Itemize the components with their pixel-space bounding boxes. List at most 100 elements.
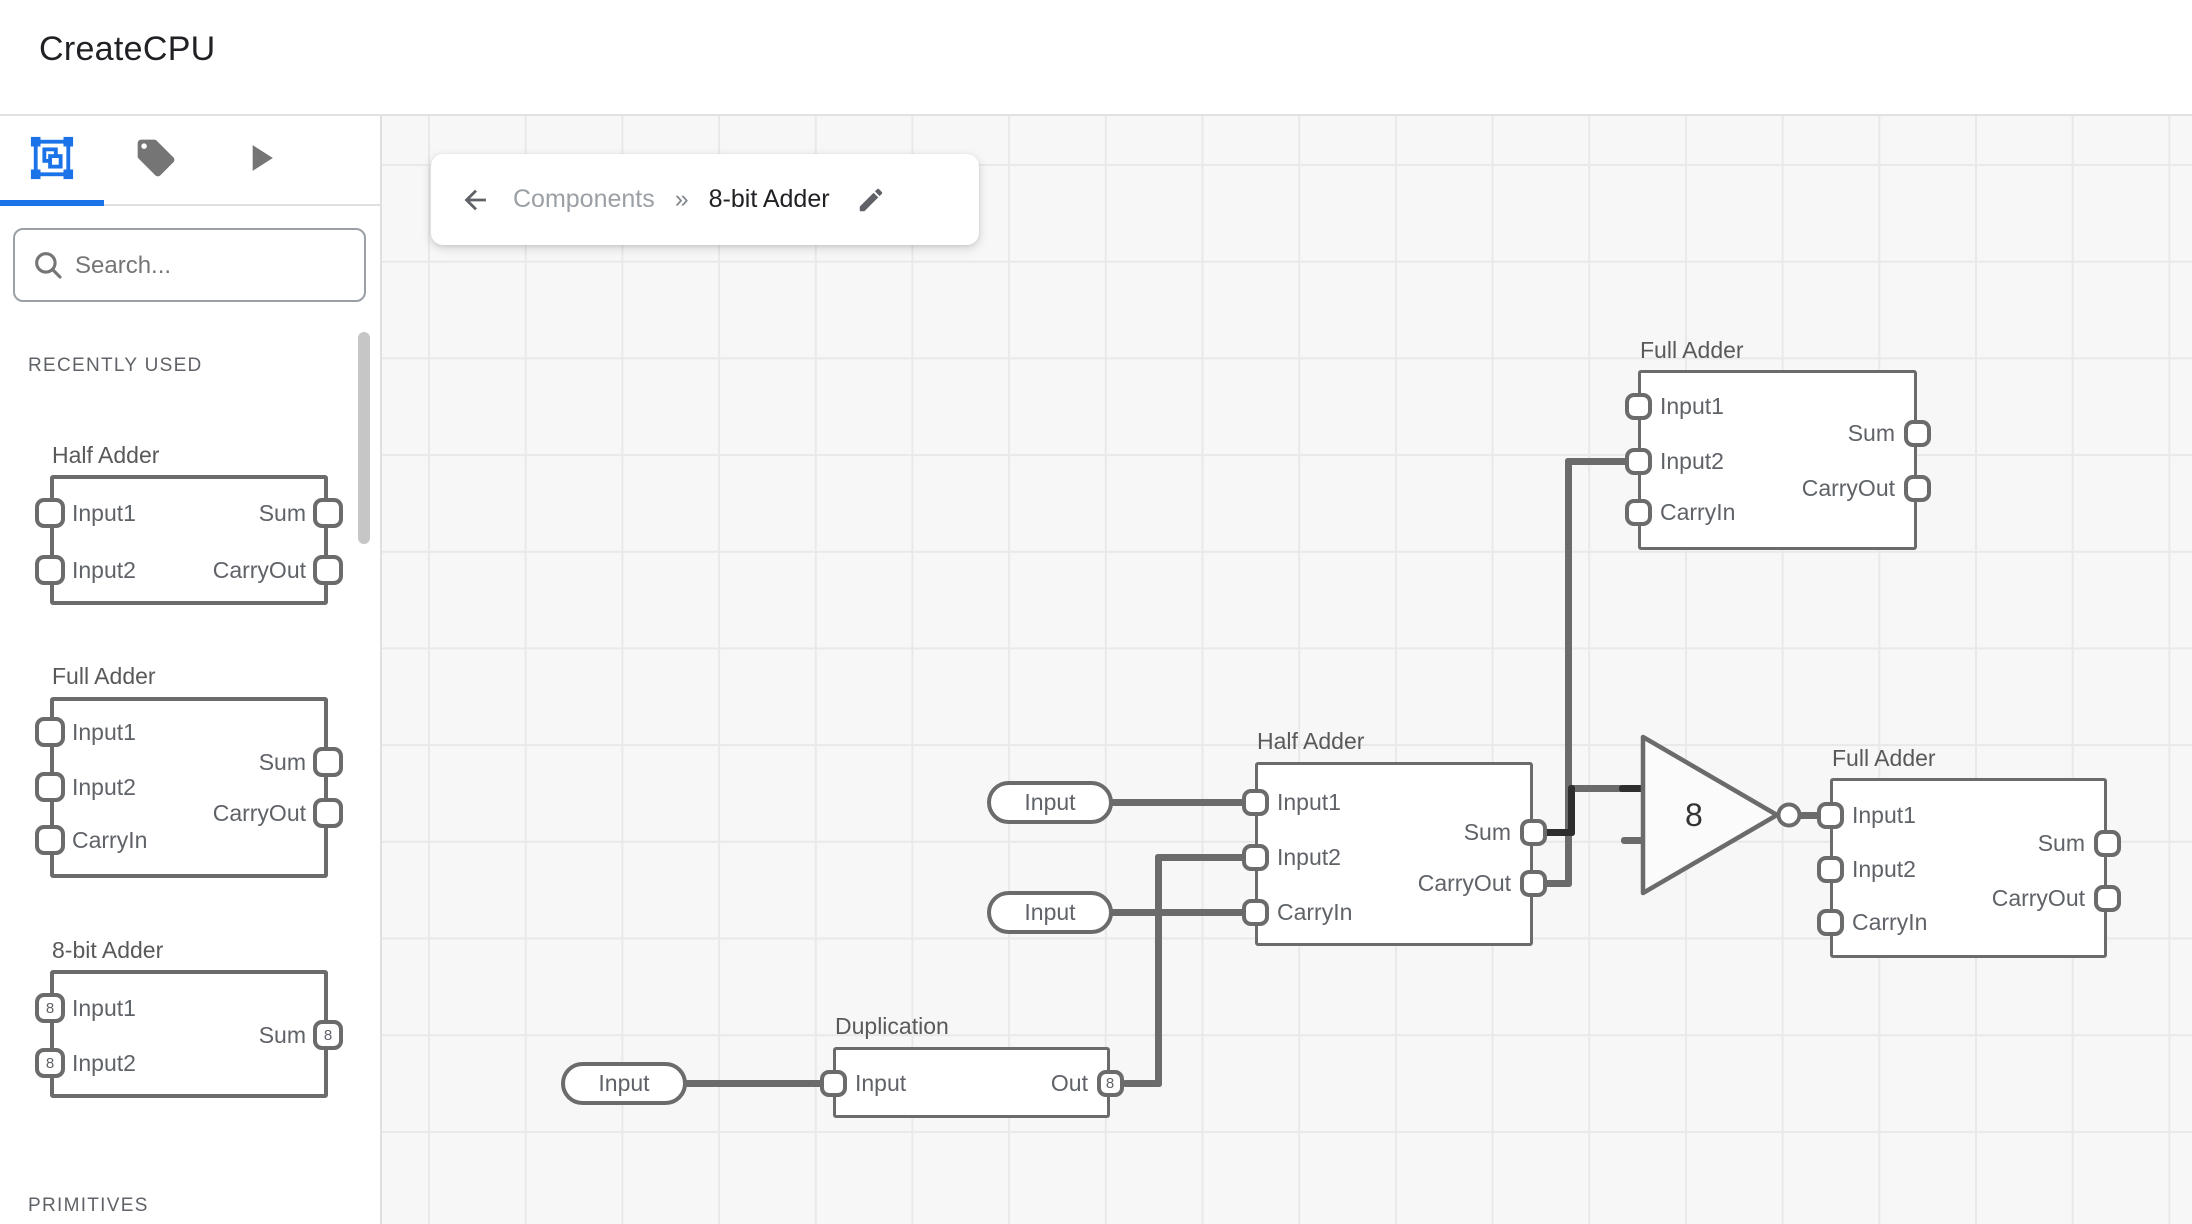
node-title: Half Adder bbox=[52, 442, 160, 468]
port-sum[interactable] bbox=[313, 498, 343, 528]
port-label: Sum bbox=[2037, 830, 2085, 856]
port-label: Input2 bbox=[72, 774, 136, 800]
node-title: Full Adder bbox=[52, 663, 156, 689]
pencil-icon bbox=[859, 188, 882, 211]
wire-segment[interactable] bbox=[1543, 828, 1575, 836]
wire-segment[interactable] bbox=[1564, 457, 1572, 887]
canvas-node-full-adder[interactable] bbox=[1830, 778, 2107, 958]
port-carryin[interactable] bbox=[35, 825, 65, 855]
node-title: Duplication bbox=[835, 1013, 949, 1039]
port-carryout[interactable] bbox=[313, 798, 343, 828]
wire-segment[interactable] bbox=[1564, 457, 1630, 465]
input-pill[interactable]: Input bbox=[561, 1062, 687, 1105]
port-carryin[interactable] bbox=[1241, 898, 1269, 926]
canvas-node-half-adder[interactable] bbox=[1255, 762, 1533, 946]
wire-segment[interactable] bbox=[1109, 908, 1248, 916]
wire-segment[interactable] bbox=[1564, 784, 1628, 792]
port-label: Out bbox=[1050, 1070, 1088, 1096]
gate-triangle bbox=[1640, 734, 1780, 896]
node-title: Full Adder bbox=[1640, 337, 1744, 363]
port-sum[interactable] bbox=[1519, 818, 1547, 846]
wire-segment[interactable] bbox=[1154, 853, 1162, 1087]
port-input1[interactable] bbox=[1241, 788, 1269, 816]
port-input2[interactable] bbox=[1816, 855, 1844, 883]
canvas-node-full-adder[interactable] bbox=[1638, 370, 1917, 550]
wire-segment[interactable] bbox=[1618, 784, 1649, 792]
port-label: Input1 bbox=[72, 719, 136, 745]
port-carryout[interactable] bbox=[2093, 884, 2121, 912]
port-input2[interactable]: 8 bbox=[35, 1048, 65, 1078]
port-carryin[interactable] bbox=[1816, 908, 1844, 936]
wire-segment[interactable] bbox=[1620, 836, 1648, 844]
breadcrumb: Components » 8-bit Adder bbox=[431, 154, 979, 245]
tab-components[interactable] bbox=[0, 116, 104, 204]
input-pill[interactable]: Input bbox=[987, 781, 1113, 824]
port-input1[interactable] bbox=[35, 717, 65, 747]
active-tab-indicator bbox=[0, 200, 104, 206]
port-sum[interactable]: 8 bbox=[313, 1020, 343, 1050]
canvas-node-duplication[interactable] bbox=[833, 1047, 1110, 1118]
port-carryout[interactable] bbox=[313, 555, 343, 585]
port-label: CarryIn bbox=[72, 827, 148, 853]
node-title: Full Adder bbox=[1832, 745, 1936, 771]
buffer-gate[interactable]: 8 bbox=[1633, 727, 1823, 903]
port-input2[interactable] bbox=[1241, 843, 1269, 871]
input-pill[interactable]: Input bbox=[987, 891, 1113, 934]
sidebar-scrollbar[interactable] bbox=[358, 332, 370, 544]
wire-segment[interactable] bbox=[1796, 811, 1822, 819]
canvas[interactable] bbox=[382, 116, 2192, 1224]
section-primitives: PRIMITIVES bbox=[28, 1195, 149, 1216]
sidebar-node-half-adder[interactable] bbox=[50, 475, 328, 605]
edit-name-button[interactable] bbox=[856, 185, 886, 215]
tab-tags[interactable] bbox=[104, 116, 208, 204]
port-label: CarryOut bbox=[1417, 870, 1511, 896]
top-bar bbox=[0, 0, 2192, 116]
port-input2[interactable] bbox=[1624, 447, 1652, 475]
port-label: Input bbox=[855, 1070, 907, 1096]
port-carryout[interactable] bbox=[1519, 869, 1547, 897]
port-input1[interactable] bbox=[1816, 801, 1844, 829]
app-title: CreateCPU bbox=[39, 30, 216, 68]
components-icon bbox=[29, 135, 75, 186]
port-input[interactable] bbox=[819, 1069, 847, 1097]
port-label: Input2 bbox=[1852, 856, 1916, 882]
breadcrumb-current: 8-bit Adder bbox=[708, 185, 830, 213]
port-label: Input2 bbox=[72, 1050, 136, 1076]
port-sum[interactable] bbox=[1903, 419, 1931, 447]
port-carryout[interactable] bbox=[1903, 474, 1931, 502]
port-label: CarryIn bbox=[1852, 909, 1928, 935]
wire-segment[interactable] bbox=[683, 1079, 824, 1087]
port-input2[interactable] bbox=[35, 555, 65, 585]
port-label: Input1 bbox=[72, 500, 136, 526]
port-label: Sum bbox=[258, 749, 306, 775]
tag-icon bbox=[134, 136, 178, 185]
wire-segment[interactable] bbox=[1567, 784, 1575, 836]
tab-run[interactable] bbox=[208, 116, 312, 204]
port-sum[interactable] bbox=[313, 747, 343, 777]
port-input1[interactable] bbox=[35, 498, 65, 528]
port-carryin[interactable] bbox=[1624, 498, 1652, 526]
node-title: Half Adder bbox=[1257, 728, 1365, 754]
port-label: Input1 bbox=[72, 995, 136, 1021]
port-input1[interactable] bbox=[1624, 392, 1652, 420]
port-label: Input1 bbox=[1852, 802, 1916, 828]
wire-segment[interactable] bbox=[1543, 879, 1572, 887]
port-sum[interactable] bbox=[2093, 829, 2121, 857]
play-icon bbox=[238, 136, 282, 185]
node-title: 8-bit Adder bbox=[52, 937, 164, 963]
back-button[interactable] bbox=[459, 183, 493, 217]
gate-bit-width-label: 8 bbox=[1685, 797, 1703, 833]
port-label: Input2 bbox=[1660, 448, 1724, 474]
port-label: CarryOut bbox=[212, 557, 306, 583]
port-input2[interactable] bbox=[35, 772, 65, 802]
port-label: CarryIn bbox=[1277, 899, 1353, 925]
breadcrumb-parent[interactable]: Components bbox=[513, 185, 655, 213]
port-out[interactable]: 8 bbox=[1096, 1069, 1124, 1097]
search-icon bbox=[31, 248, 65, 287]
wire-segment[interactable] bbox=[1121, 1079, 1162, 1087]
search-input[interactable] bbox=[73, 232, 357, 300]
wire-segment[interactable] bbox=[1154, 853, 1248, 861]
port-input1[interactable]: 8 bbox=[35, 993, 65, 1023]
wire-segment[interactable] bbox=[1109, 798, 1248, 806]
sidebar-node-full-adder[interactable] bbox=[50, 697, 328, 878]
